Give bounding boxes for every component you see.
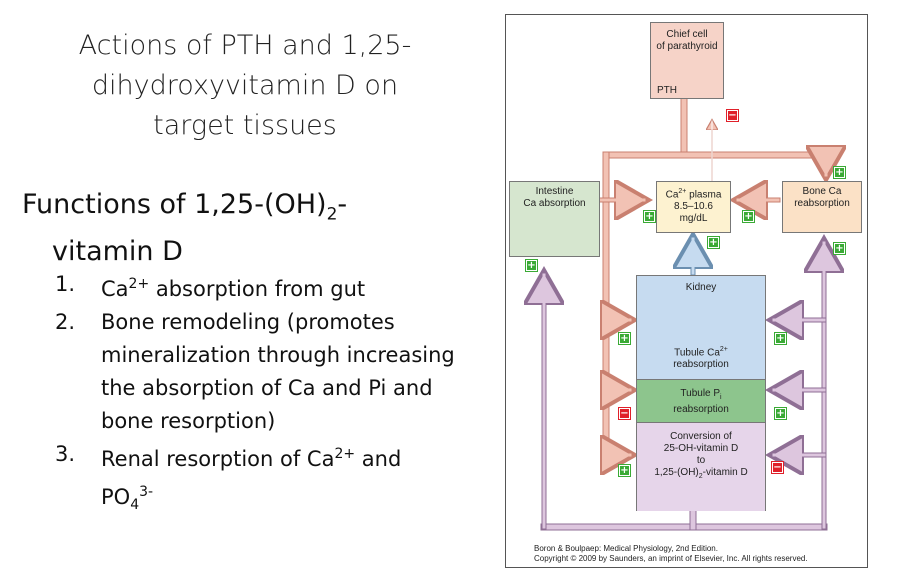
title-line-2: dihydroxyvitamin D on <box>91 70 399 101</box>
pth-vitamin-d-diagram: Chief cell of parathyroid PTH Intestine … <box>505 14 868 568</box>
plus-marker-tubule-ca-vitd: + <box>774 332 787 345</box>
plus-marker-intestine-vitd: + <box>525 259 538 272</box>
credit-line-2: Copyright © 2009 by Saunders, an imprint… <box>534 554 808 563</box>
function-item-number: 3. <box>55 442 76 466</box>
kidney-title: Kidney <box>685 282 717 293</box>
functions-heading: Functions of 1,25-(OH)2- vitamin D <box>22 186 347 271</box>
function-item-fragment: absorption from gut <box>149 277 366 301</box>
heading-subscript: 2 <box>326 204 338 225</box>
plasma-label: Ca2+ plasma <box>657 186 730 201</box>
minus-marker-tubule-pi-pth: − <box>618 407 631 420</box>
plus-marker-bone: + <box>833 166 846 179</box>
function-item-number: 1. <box>55 272 76 296</box>
intestine-label-2: Ca absorption <box>523 198 586 209</box>
pth-label: PTH <box>657 85 677 96</box>
plus-marker-bone-plasma: + <box>742 210 755 223</box>
plasma-word: plasma <box>686 189 722 201</box>
bone-label-1: Bone Ca <box>802 186 842 197</box>
function-item-sup: 2+ <box>128 276 150 292</box>
function-item-text: Ca2+ absorption from gut <box>101 268 455 306</box>
chief-cell-box: Chief cell of parathyroid PTH <box>650 22 724 99</box>
function-item-fragment: Ca <box>101 277 129 301</box>
tubule-pi-section: Tubule Pi reabsorption <box>637 379 765 423</box>
function-item-sub: 4 <box>130 497 140 514</box>
conversion-line-3: to <box>696 455 706 466</box>
plasma-box: Ca2+ plasma 8.5–10.6 mg/dL <box>656 181 731 233</box>
conversion-line-4: 1,25-(OH)2-vitamin D <box>637 467 765 483</box>
tubule-pi-line-2: reabsorption <box>673 404 729 415</box>
heading-dash: - <box>337 189 348 220</box>
title-line-3: target tissues <box>153 110 337 141</box>
minus-marker-conversion-vitd: − <box>771 461 784 474</box>
function-item-2: 2. Bone remodeling (promotes mineralizati… <box>55 306 455 438</box>
conversion-line-1: Conversion of <box>670 431 732 442</box>
diagram-arrows <box>517 61 847 531</box>
figure-credit: Boron & Boulpaep: Medical Physiology, 2n… <box>534 544 808 564</box>
intestine-label-1: Intestine <box>535 186 574 197</box>
function-item-sup: 2+ <box>334 446 356 462</box>
tubule-ca-sup: 2+ <box>719 346 728 353</box>
heading-text: Functions of 1,25-(OH) <box>22 189 327 220</box>
function-item-fragment: Bone remodeling (promotes mineralization… <box>101 310 455 433</box>
bone-box: Bone Ca reabsorption <box>782 181 862 233</box>
plus-marker-tubule-pi-vitd: + <box>774 407 787 420</box>
tubule-ca-line-1: Tubule Ca2+ <box>637 344 765 359</box>
kidney-box: Kidney Tubule Ca2+ reabsorption Tubule P… <box>636 275 766 511</box>
conversion-line-2: 25-OH-vitamin D <box>663 443 739 454</box>
plus-marker-bone-vitd: + <box>833 242 846 255</box>
plus-marker-kidney-plasma: + <box>707 236 720 249</box>
plasma-range: 8.5–10.6 <box>674 201 713 213</box>
title-line-1: Actions of PTH and 1,25- <box>78 30 412 61</box>
conversion-line-4a: 1,25-(OH) <box>654 467 699 478</box>
plasma-unit: mg/dL <box>679 213 708 225</box>
plus-marker-intestine-plasma: + <box>643 210 656 223</box>
function-item-3: 3. Renal resorption of Ca2+ and PO43- <box>55 438 455 522</box>
chief-cell-label-1: Chief cell <box>666 29 708 40</box>
tubule-ca-text: Tubule Ca <box>674 347 720 359</box>
plus-marker-conversion-pth: + <box>618 464 631 477</box>
function-item-number: 2. <box>55 310 76 334</box>
tubule-pi-line-1: Tubule Pi <box>637 388 765 404</box>
function-item-1: 1. Ca2+ absorption from gut <box>55 268 455 306</box>
function-item-sup: 3- <box>139 484 154 500</box>
function-item-fragment: Renal resorption of Ca <box>101 447 335 471</box>
tubule-ca-label: Tubule Ca2+ reabsorption <box>637 344 765 371</box>
conversion-section: Conversion of 25-OH-vitamin D to 1,25-(O… <box>637 423 765 511</box>
function-item-text: Renal resorption of Ca2+ and PO43- <box>101 438 455 522</box>
plus-marker-tubule-ca-pth: + <box>618 332 631 345</box>
tubule-pi-text: Tubule P <box>680 388 721 399</box>
credit-line-1: Boron & Boulpaep: Medical Physiology, 2n… <box>534 544 718 553</box>
function-item-fragment: and PO <box>101 447 402 509</box>
bone-label-2: reabsorption <box>794 198 850 209</box>
slide-title: Actions of PTH and 1,25- dihydroxyvitami… <box>40 26 450 146</box>
plasma-ca-sup: 2+ <box>678 188 687 195</box>
minus-marker-pth-feedback: − <box>726 109 739 122</box>
conversion-line-4-sub: 2 <box>698 473 703 480</box>
plasma-ca: Ca <box>665 189 679 201</box>
tubule-ca-line-2: reabsorption <box>673 359 729 371</box>
heading-line-2: vitamin D <box>52 236 183 268</box>
function-item-text: Bone remodeling (promotes mineralization… <box>101 306 455 438</box>
conversion-line-4b: -vitamin D <box>702 467 748 478</box>
chief-cell-label-2: of parathyroid <box>656 41 718 52</box>
tubule-pi-sub: i <box>720 394 722 401</box>
intestine-box: Intestine Ca absorption <box>509 181 600 257</box>
